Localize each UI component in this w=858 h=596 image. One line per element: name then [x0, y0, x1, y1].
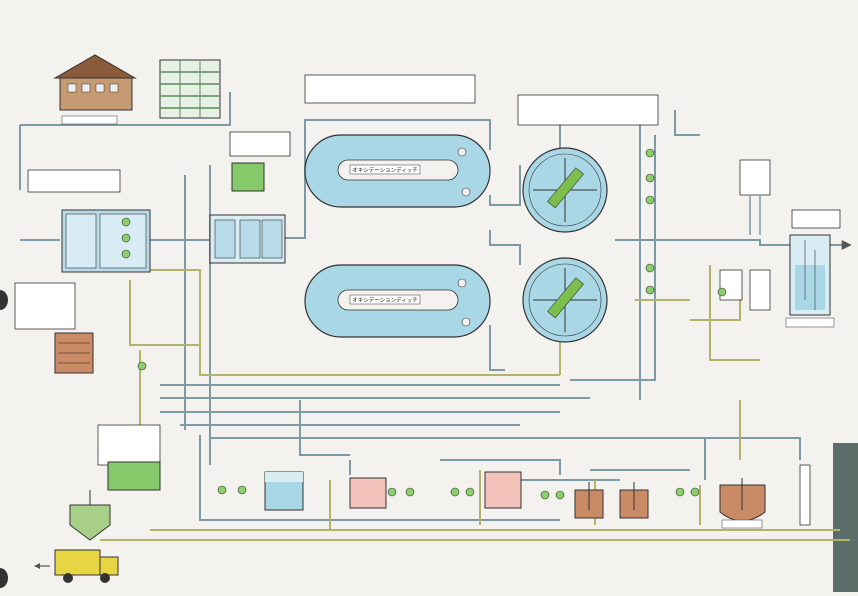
pipe-network — [19, 92, 852, 541]
screen-facility — [209, 162, 286, 264]
note-box — [97, 424, 161, 466]
sludge-tank-5 — [619, 482, 649, 519]
house-building — [53, 54, 137, 125]
note-boxes — [14, 74, 841, 466]
disinfection-tank — [785, 234, 835, 328]
pump-icon — [645, 195, 655, 205]
page-edge — [833, 443, 858, 592]
page-hole — [0, 290, 8, 310]
pump-icon — [540, 490, 550, 500]
note-box — [304, 74, 476, 104]
pump-icon — [690, 487, 700, 497]
pump-icon — [645, 173, 655, 183]
note-box — [14, 282, 76, 330]
oxidation-ditch-1: オキシデーションディッチ — [304, 134, 491, 208]
tank-label: オキシデーションディッチ — [352, 166, 418, 174]
note-box — [517, 94, 659, 126]
page-hole — [0, 568, 8, 588]
pump-icon — [645, 263, 655, 273]
note-box — [791, 209, 841, 229]
note-box — [229, 131, 291, 157]
pump-icon — [387, 487, 397, 497]
pump-icon — [675, 487, 685, 497]
final-clarifier-1 — [522, 147, 608, 233]
pump-icon — [717, 287, 727, 297]
dewatering-unit — [54, 332, 94, 374]
truck-icon — [54, 549, 119, 583]
pump-icon — [137, 361, 147, 371]
sludge-storage-silo — [69, 461, 161, 541]
final-clarifier-2 — [522, 257, 608, 343]
note-box — [27, 169, 121, 193]
pump-icon — [217, 485, 227, 495]
sludge-tank-3 — [484, 471, 522, 509]
tank-label: オキシデーションディッチ — [352, 296, 418, 304]
pump-icon — [450, 487, 460, 497]
oxidation-ditch-2: オキシデーションディッチ — [304, 264, 491, 338]
sampling-column — [799, 464, 811, 526]
inflow-pump-station — [61, 209, 151, 273]
sludge-tank-1 — [264, 471, 304, 511]
digester-tank — [719, 478, 766, 529]
pump-icon — [465, 487, 475, 497]
pump-icon — [645, 285, 655, 295]
pump-icon — [645, 148, 655, 158]
office-building — [159, 59, 221, 119]
pump-icon — [237, 485, 247, 495]
pump-icon — [405, 487, 415, 497]
sludge-tank-2 — [349, 477, 387, 509]
sludge-tank-4 — [574, 482, 604, 519]
pump-icon — [555, 490, 565, 500]
chemical-feed — [719, 159, 771, 311]
pumps — [137, 148, 727, 500]
